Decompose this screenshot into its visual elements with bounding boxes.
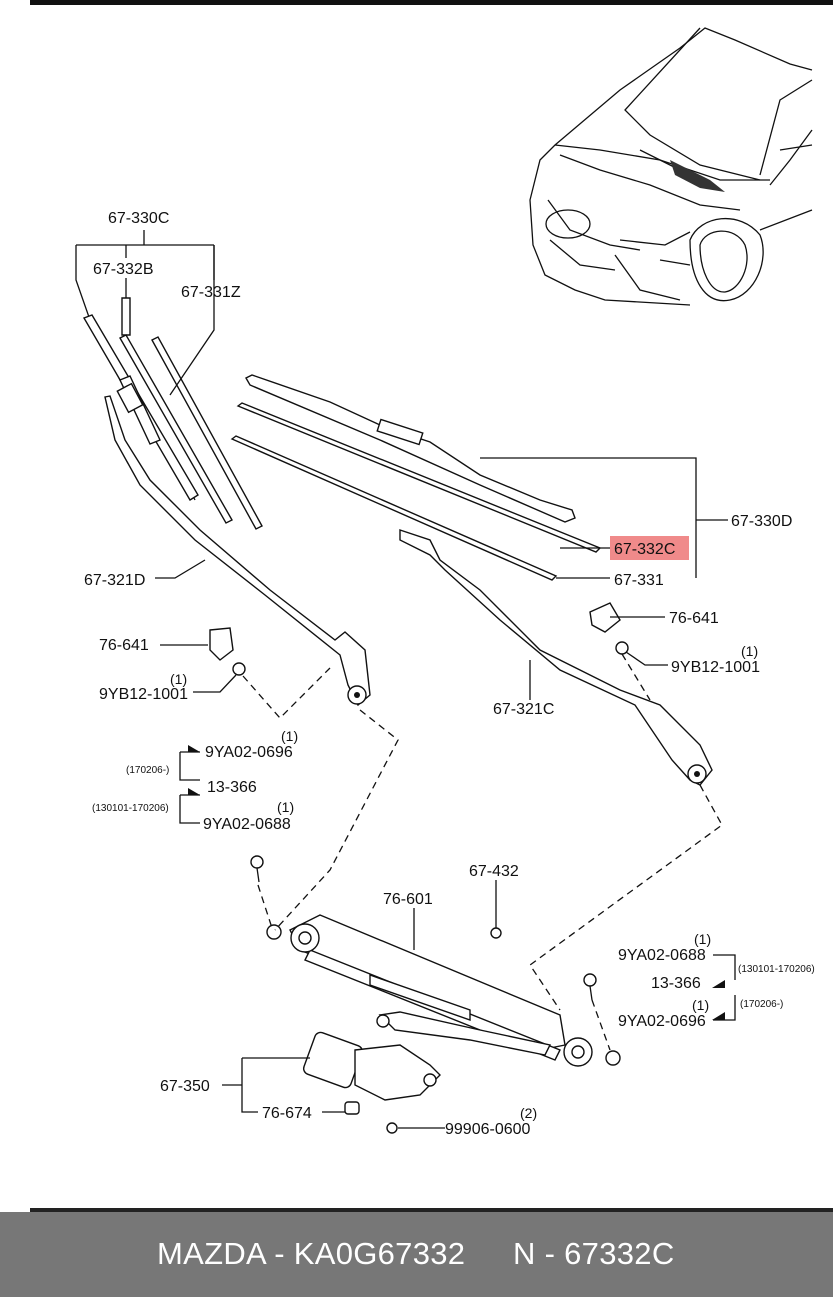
footer-reference-number: N - 67332C bbox=[513, 1236, 675, 1271]
qty-9yb12-right: (1) bbox=[741, 643, 758, 659]
left-wiper-arm bbox=[104, 395, 371, 707]
label-76-641-left: 76-641 bbox=[99, 637, 149, 654]
qty-99906-0600: (2) bbox=[520, 1105, 537, 1121]
left-wiper-blade bbox=[75, 245, 263, 530]
label-99906-0600: 99906-0600 bbox=[445, 1121, 531, 1138]
label-13-366-right: 13-366 bbox=[651, 975, 701, 992]
label-76-601: 76-601 bbox=[383, 891, 433, 908]
label-67-332c: 67-332C bbox=[614, 541, 675, 558]
label-9ya02-0688-left: 9YA02-0688 bbox=[203, 816, 291, 833]
label-67-332b: 67-332B bbox=[93, 261, 154, 278]
car-illustration bbox=[529, 27, 813, 306]
top-border bbox=[30, 0, 833, 5]
label-67-330c: 67-330C bbox=[108, 210, 169, 227]
date-range-right-top: (130101-170206) bbox=[738, 964, 815, 975]
wiper-parts-diagram: 67-330C 67-332B 67-331Z 67-330D 67-332C … bbox=[75, 27, 815, 1138]
date-range-right-bottom: (170206-) bbox=[740, 999, 783, 1010]
qty-9ya02-0688-right: (1) bbox=[694, 931, 711, 947]
highlight-67-332c bbox=[610, 536, 689, 560]
date-range-left-bottom: (130101-170206) bbox=[92, 803, 169, 814]
label-76-641-right: 76-641 bbox=[669, 610, 719, 627]
label-13-366-left: 13-366 bbox=[207, 779, 257, 796]
right-wiper-blade bbox=[230, 374, 602, 581]
footer-brand-part-number: MAZDA - KA0G67332 bbox=[157, 1236, 466, 1271]
label-67-330d: 67-330D bbox=[731, 513, 792, 530]
right-wiper-arm bbox=[399, 529, 713, 786]
right-cap bbox=[589, 602, 621, 633]
wiper-motor bbox=[302, 1031, 441, 1134]
label-9yb12-1001-left: 9YB12-1001 bbox=[99, 686, 188, 703]
left-cap bbox=[209, 627, 234, 661]
footer-border bbox=[30, 1208, 833, 1212]
label-67-331: 67-331 bbox=[614, 572, 664, 589]
label-67-350: 67-350 bbox=[160, 1078, 210, 1095]
qty-9ya02-0688-left: (1) bbox=[277, 799, 294, 815]
date-range-left-top: (170206-) bbox=[126, 765, 169, 776]
wiper-linkage bbox=[266, 914, 621, 1067]
qty-9ya02-0696-right: (1) bbox=[692, 997, 709, 1013]
bolt-left bbox=[250, 855, 264, 883]
label-67-432: 67-432 bbox=[469, 863, 519, 880]
label-9ya02-0688-right: 9YA02-0688 bbox=[618, 947, 706, 964]
qty-9yb12-left: (1) bbox=[170, 671, 187, 687]
left-nut bbox=[232, 662, 246, 676]
label-67-321d: 67-321D bbox=[84, 572, 145, 589]
qty-9ya02-0696-left: (1) bbox=[281, 728, 298, 744]
footer-bar: MAZDA - KA0G67332 N - 67332C bbox=[0, 1212, 833, 1297]
label-67-331z: 67-331Z bbox=[181, 284, 241, 301]
label-76-674: 76-674 bbox=[262, 1105, 312, 1122]
label-9ya02-0696-right: 9YA02-0696 bbox=[618, 1013, 706, 1030]
label-9ya02-0696-left: 9YA02-0696 bbox=[205, 744, 293, 761]
label-9yb12-1001-right: 9YB12-1001 bbox=[671, 659, 760, 676]
label-67-321c: 67-321C bbox=[493, 701, 554, 718]
bolt-center bbox=[490, 895, 502, 939]
bolt-right bbox=[583, 973, 597, 1001]
